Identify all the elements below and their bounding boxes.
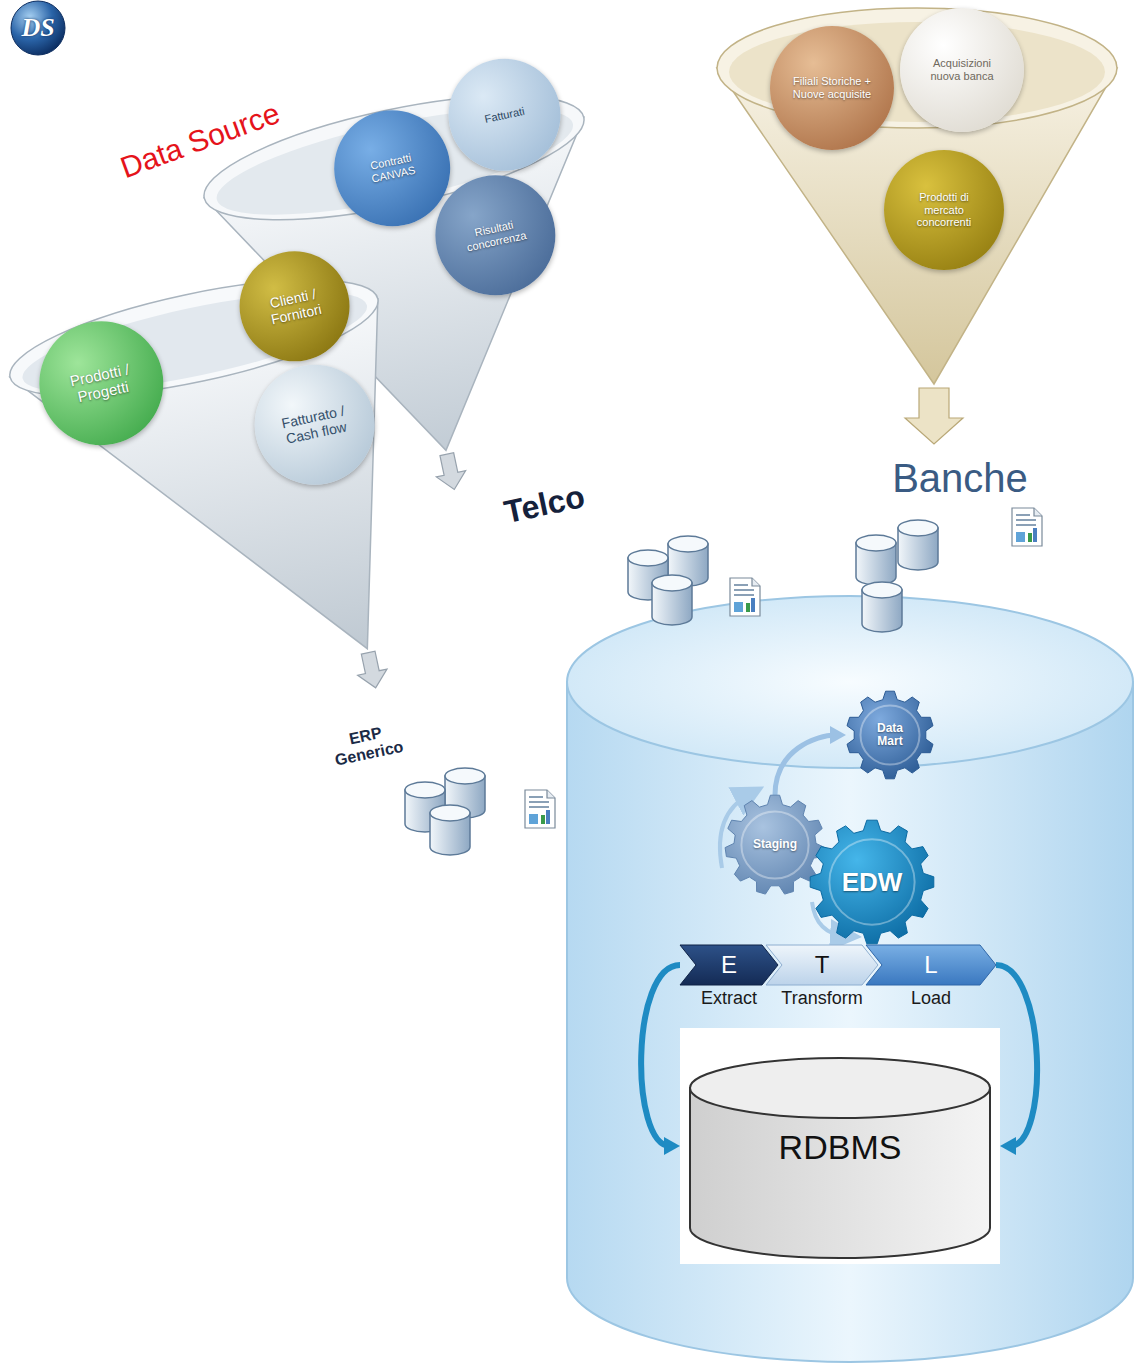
source-funnel: BancheFiliali Storiche + Nuove acquisite… — [712, 4, 1122, 394]
database-icon — [898, 520, 938, 570]
database-label: RDBMS — [779, 1128, 902, 1167]
step-letter: E — [721, 953, 737, 977]
database-icon — [856, 535, 896, 585]
circle-label: Clienti / Fornitori — [253, 282, 337, 330]
chevron-body — [866, 945, 996, 985]
label-holder: DS — [21, 14, 54, 43]
logo-text: DS — [21, 14, 54, 43]
connector-line — [775, 735, 836, 795]
source-name: ERP Generico — [322, 718, 414, 771]
step-name: Transform — [781, 989, 862, 1009]
database-icon — [862, 582, 902, 632]
etl-chevron: TTransform — [766, 945, 878, 985]
document-icon — [525, 790, 555, 828]
document-icon — [1012, 508, 1042, 546]
label-holder: ERP Generico — [322, 718, 414, 771]
database-icon — [652, 575, 692, 625]
source-circle: Filiali Storiche + Nuove acquisite — [770, 26, 894, 150]
process-gear: Data Mart — [846, 691, 934, 779]
arrowhead — [664, 1137, 680, 1155]
circle-label: Filiali Storiche + Nuove acquisite — [788, 75, 877, 100]
gear-body — [847, 691, 933, 779]
connector — [775, 726, 846, 795]
gear-label: EDW — [838, 868, 906, 897]
circle-label: Prodotti / Progetti — [54, 357, 148, 409]
circle-label: Fatturati — [464, 100, 546, 129]
connector — [641, 965, 680, 1155]
process-gear: EDW — [810, 820, 934, 944]
flow-arrow — [353, 649, 390, 690]
warehouse-cylinder — [567, 682, 1133, 1362]
gear-ring — [741, 811, 808, 878]
source-funnel: ERP GenericoProdotti / ProgettiClienti /… — [0, 239, 453, 702]
chevron-body — [680, 945, 778, 985]
step-letter: T — [815, 953, 830, 977]
etl-chevron: LLoad — [866, 945, 996, 985]
circle-label: Fatturato / Cash flow — [269, 400, 360, 449]
label-holder: Load — [911, 989, 951, 1009]
connector — [996, 965, 1037, 1155]
circle-label: Prodotti di mercato concorrenti — [901, 191, 987, 229]
gear-label: Data Mart — [866, 722, 914, 748]
gear-ring — [829, 839, 914, 924]
arrowhead — [830, 726, 846, 744]
document-icon — [730, 578, 760, 616]
disk-top — [690, 1058, 990, 1118]
label-holder: Telco — [501, 479, 588, 531]
circle-label: Risultati concorrenza — [451, 214, 540, 257]
circle-label: Contratti CANVAS — [348, 147, 435, 189]
gear-label: Staging — [748, 838, 803, 851]
flow-arrow — [432, 451, 469, 492]
source-circle: Acquisizioni nuova banca — [900, 8, 1024, 132]
circle-label: Acquisizioni nuova banca — [918, 57, 1007, 82]
label-holder: Transform — [781, 989, 862, 1009]
source-name: Banche — [892, 456, 1028, 501]
label-holder: Extract — [701, 989, 757, 1009]
funnel-shape — [0, 239, 453, 702]
gear-ring — [860, 705, 919, 764]
step-name: Extract — [701, 989, 757, 1009]
chevron-body — [766, 945, 878, 985]
database-icon — [430, 805, 470, 855]
source-name: Telco — [501, 479, 588, 531]
label-holder: Banche — [892, 456, 1028, 501]
step-name: Load — [911, 989, 951, 1009]
connector-line — [641, 965, 680, 1146]
flow-arrow — [905, 388, 963, 444]
etl-chevron: EExtract — [680, 945, 778, 985]
logo-sphere — [11, 1, 65, 55]
arrowhead — [1000, 1137, 1016, 1155]
gear-body — [810, 820, 934, 944]
database-box: RDBMS — [680, 1028, 1000, 1264]
step-letter: L — [924, 953, 937, 977]
source-circle: Prodotti di mercato concorrenti — [884, 150, 1004, 270]
connector-line — [996, 965, 1037, 1146]
